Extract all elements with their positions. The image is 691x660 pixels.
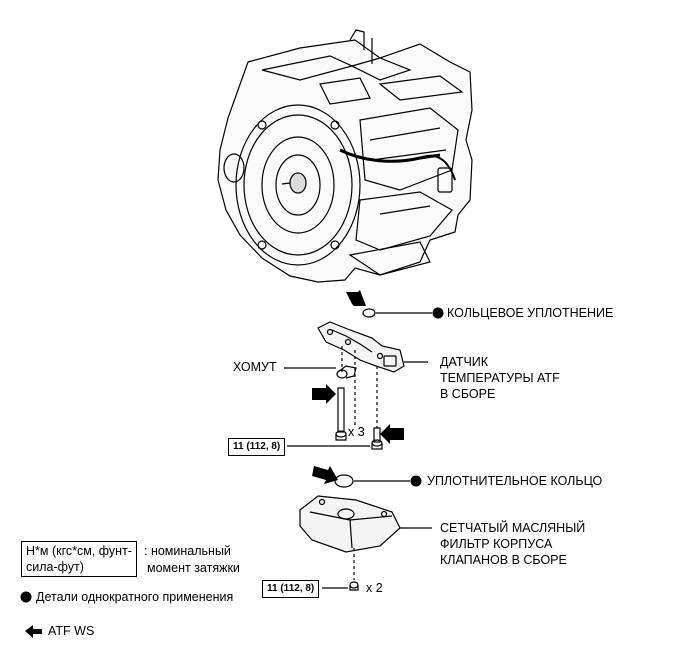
legend-torque-unit-box: Н*м (кгс*см, фунт- сила-фут) [21, 541, 137, 577]
clamp-part [336, 365, 357, 379]
label-clamp: ХОМУТ [233, 360, 277, 374]
quantity-x2: x 2 [366, 581, 383, 595]
atf-arrow-oring [346, 290, 366, 306]
torque-spec-1: 11 (112, 8) [228, 438, 286, 456]
transaxle-assembly [217, 29, 473, 283]
legend-non-reusable: Детали однократного применения [36, 590, 234, 604]
atf-arrow-bolt-right [380, 424, 404, 444]
legend-torque-unit-line2: сила-фут) [26, 560, 84, 574]
o-ring [362, 308, 376, 318]
legend-dot-icon [20, 591, 32, 603]
legend-atf-ws: ATF WS [48, 624, 95, 638]
label-sensor-1: ДАТЧИК [440, 355, 489, 369]
label-strainer-2: ФИЛЬТР КОРПУСА [440, 537, 553, 551]
bolt-short [371, 427, 383, 450]
gasket [334, 474, 354, 488]
non-reusable-dot [432, 307, 444, 319]
atf-sensor-part [317, 321, 428, 373]
atf-arrow-bolt-left [312, 384, 336, 404]
bolt-long [335, 387, 347, 441]
label-gasket: УПЛОТНИТЕЛЬНОЕ КОЛЬЦО [427, 474, 603, 488]
label-sensor-2: ТЕМПЕРАТУРЫ ATF [440, 371, 560, 385]
atf-arrow-legend [25, 625, 42, 638]
quantity-x3: x 3 [348, 425, 365, 439]
torque-spec-2: 11 (112, 8) [262, 580, 320, 598]
label-strainer-3: КЛАПАНОВ В СБОРЕ [440, 553, 567, 567]
atf-arrow-gasket [312, 466, 338, 484]
atf-arrows [25, 290, 404, 638]
legend-torque-desc-1: : номинальный [144, 544, 231, 558]
legend-torque-desc-2: момент затяжки [147, 561, 240, 575]
label-strainer-1: СЕТЧАТЫЙ МАСЛЯНЫЙ [440, 521, 586, 535]
strainer-bolt [349, 581, 359, 591]
label-sensor-3: В СБОРЕ [440, 387, 496, 401]
label-o-ring: КОЛЬЦЕВОЕ УПЛОТНЕНИЕ [447, 306, 614, 320]
legend-torque-unit-line1: Н*м (кгс*см, фунт- [26, 544, 132, 558]
oil-strainer-part [299, 495, 432, 553]
